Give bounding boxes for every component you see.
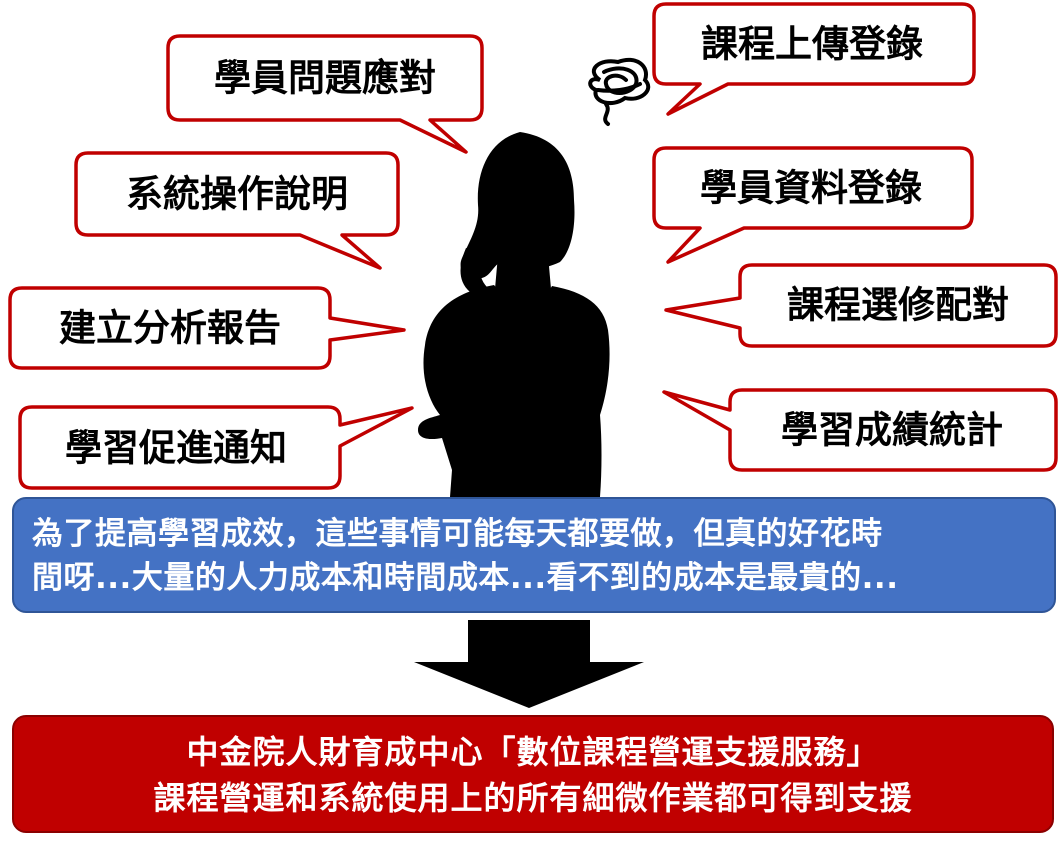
bubble-label: 學員問題應對 xyxy=(214,57,436,100)
bubble-label: 課程選修配對 xyxy=(787,284,1009,327)
bubble-analysis-report: 建立分析報告 xyxy=(8,286,406,370)
bubble-course-matching: 課程選修配對 xyxy=(664,263,1058,348)
bubble-label: 課程上傳登錄 xyxy=(701,23,923,66)
bubble-student-questions: 學員問題應對 xyxy=(166,34,484,154)
callout-line-2: 間呀...大量的人力成本和時間成本...看不到的成本是最貴的... xyxy=(32,560,899,596)
service-conclusion: 中金院人財育成中心「數位課程營運支援服務」 課程營運和系統使用上的所有細微作業都… xyxy=(12,715,1054,833)
bubble-student-data: 學員資料登錄 xyxy=(652,146,974,264)
bubble-label: 學習成績統計 xyxy=(781,409,1003,452)
bubble-grade-statistics: 學習成績統計 xyxy=(662,388,1058,472)
bubble-label: 學員資料登錄 xyxy=(700,167,922,210)
conclusion-line-1: 中金院人財育成中心「數位課程營運支援服務」 xyxy=(186,733,880,771)
bubble-course-upload: 課程上傳登錄 xyxy=(652,2,976,116)
bubble-learning-notice: 學習促進通知 xyxy=(18,405,414,490)
bubble-label: 系統操作說明 xyxy=(126,173,348,216)
bubble-label: 建立分析報告 xyxy=(59,307,281,350)
scribble-icon xyxy=(588,57,651,126)
callout-line-1: 為了提高學習成效，這些事情可能每天都要做，但真的好花時 xyxy=(32,516,883,552)
bubble-system-operation: 系統操作說明 xyxy=(74,151,400,270)
conclusion-line-2: 課程營運和系統使用上的所有細微作業都可得到支援 xyxy=(153,779,913,817)
cost-callout: 為了提高學習成效，這些事情可能每天都要做，但真的好花時 間呀...大量的人力成本… xyxy=(12,497,1056,613)
bubble-label: 學習促進通知 xyxy=(65,427,287,470)
woman-silhouette xyxy=(418,132,610,497)
down-arrow-icon xyxy=(414,620,644,708)
